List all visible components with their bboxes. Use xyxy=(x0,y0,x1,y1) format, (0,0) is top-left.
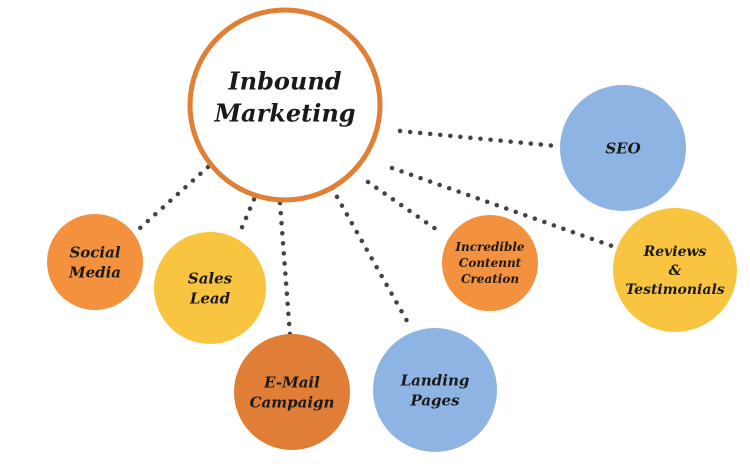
node-email-campaign-label-line: Campaign xyxy=(250,393,335,411)
connector-reviews-testimonials xyxy=(389,165,615,249)
node-incredible-content-creation-label-line: Incredible xyxy=(454,240,525,254)
hub-circle xyxy=(187,7,383,203)
connector-email-campaign xyxy=(277,200,293,338)
node-landing-pages-label-line: Pages xyxy=(409,391,460,409)
connector-landing-pages xyxy=(329,185,410,324)
hub-label-line: Inbound xyxy=(227,66,341,95)
node-reviews-testimonials-label: Reviews & Testimonials xyxy=(625,244,724,298)
hub-label-line: Marketing xyxy=(213,98,355,127)
node-sales-lead-label-line: Sales xyxy=(188,269,233,287)
node-circle-email-campaign xyxy=(234,334,350,450)
node-email-campaign-label-line: E-Mail xyxy=(263,373,320,391)
node-reviews-testimonials-label-line: Reviews xyxy=(643,244,707,260)
node-social-media-label-line: Social xyxy=(69,243,120,261)
node-reviews-testimonials-label-line: Testimonials xyxy=(625,282,724,298)
node-circle-social-media xyxy=(47,214,143,310)
node-circle-incredible-content-creation xyxy=(442,215,538,311)
connector-seo xyxy=(397,128,559,149)
node-incredible-content-creation-label-line: Contennt xyxy=(459,256,522,270)
node-reviews-testimonials-label-line: & xyxy=(669,263,682,279)
node-social-media-label-line: Media xyxy=(68,263,121,281)
node-circle-sales-lead xyxy=(154,232,266,344)
node-circle-landing-pages xyxy=(373,328,497,452)
node-circle-seo xyxy=(560,85,686,211)
node-seo-label: SEO xyxy=(605,139,640,157)
connector-social-media xyxy=(137,164,211,231)
node-seo-label-line: SEO xyxy=(605,139,640,157)
connector-incredible-content-creation xyxy=(365,179,443,235)
node-sales-lead-label-line: Lead xyxy=(189,289,231,307)
node-landing-pages-label-line: Landing xyxy=(400,371,470,389)
node-circle-reviews-testimonials xyxy=(613,208,737,332)
node-reviews-testimonials: Reviews & Testimonials xyxy=(613,208,737,332)
node-incredible-content-creation-label-line: Creation xyxy=(461,272,519,286)
node-seo: SEO xyxy=(560,85,686,211)
